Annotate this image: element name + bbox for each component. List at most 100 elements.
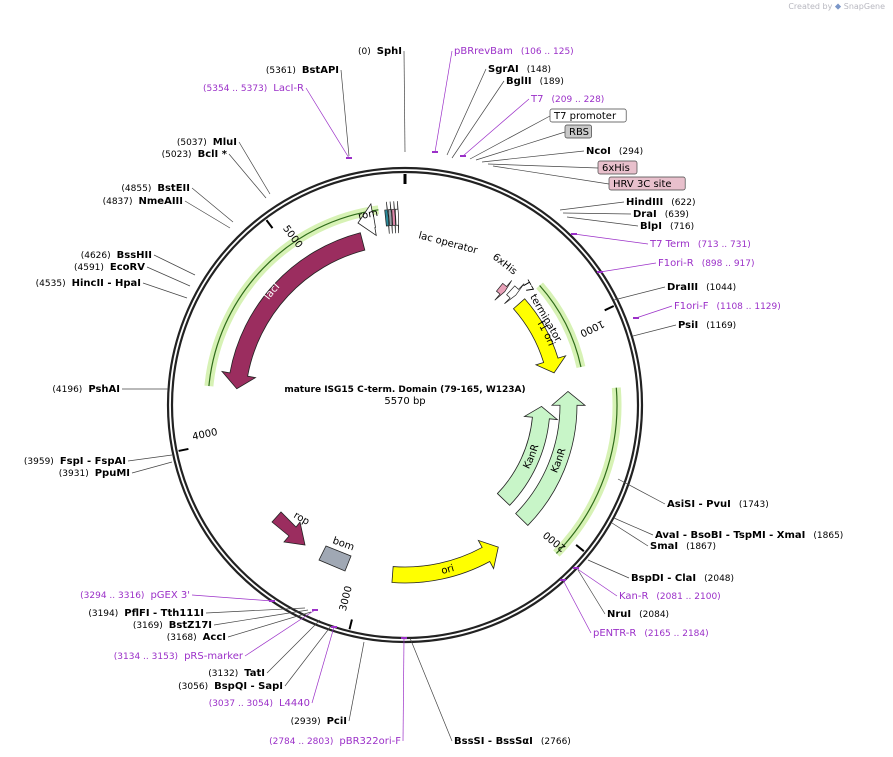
- plasmid-name: mature ISG15 C-term. Domain (79-165, W12…: [284, 385, 525, 395]
- feature-ori-arrow[interactable]: [391, 539, 499, 584]
- site-leader-line: [566, 216, 639, 227]
- feature-laci-promoter-arrow[interactable]: [357, 202, 377, 237]
- site-label[interactable]: HindIII(622): [626, 197, 695, 208]
- t7-terminator-block[interactable]: [504, 283, 525, 304]
- site-label[interactable]: F1ori-R(898 .. 917): [658, 258, 755, 269]
- site-label[interactable]: T7 Term(713 .. 731): [649, 239, 751, 250]
- lac-operator-block[interactable]: [394, 201, 399, 234]
- site-label[interactable]: (4535)HincII - HpaI: [36, 278, 141, 289]
- site-label[interactable]: (5023)BclI *: [162, 149, 228, 160]
- site-label[interactable]: NruI(2084): [607, 609, 669, 620]
- site-label[interactable]: (5354 .. 5373)LacI-R: [203, 83, 304, 94]
- site-label[interactable]: (4855)BstEII: [121, 183, 190, 194]
- site-leader-line: [562, 579, 592, 634]
- site-label[interactable]: SgrAI(148): [488, 64, 551, 75]
- site-label[interactable]: RBS: [564, 124, 592, 139]
- primer-label: (5354 .. 5373)LacI-R: [203, 83, 304, 94]
- site-leader-line: [462, 98, 530, 157]
- site-label[interactable]: (2784 .. 2803)pBR322ori-F: [269, 736, 401, 747]
- site-leader-line: [311, 626, 335, 704]
- site-label[interactable]: 6xHis: [597, 160, 638, 175]
- site-leader-line: [559, 201, 625, 211]
- backbone-outer-ring: [166, 166, 644, 644]
- site-label[interactable]: DraIII(1044): [667, 282, 736, 293]
- site-label[interactable]: (3134 .. 3153)pRS-marker: [114, 651, 244, 662]
- enzyme-label: (4626)BssHII: [81, 250, 152, 261]
- enzyme-label: (4855)BstEII: [121, 183, 190, 194]
- enzyme-label: (5361)BstAPI: [266, 65, 339, 76]
- site-label[interactable]: (3037 .. 3054)L4440: [209, 698, 310, 709]
- lac-operator-block[interactable]: [387, 201, 393, 234]
- bom-block[interactable]: [318, 545, 352, 572]
- site-label[interactable]: (0)SphI: [358, 46, 402, 57]
- enzyme-label: (3056)BspQI - SapI: [178, 681, 283, 692]
- site-label[interactable]: T7 promoter: [549, 108, 627, 123]
- site-label[interactable]: (4196)PshAI: [52, 384, 120, 395]
- site-label[interactable]: AsiSI - PvuI(1743): [667, 499, 769, 510]
- primer-label: T7 Term(713 .. 731): [649, 239, 751, 250]
- site-label[interactable]: (4591)EcoRV: [74, 262, 145, 273]
- site-label[interactable]: Kan-R(2081 .. 2100): [619, 591, 721, 602]
- site-label[interactable]: (5037)MluI: [177, 137, 237, 148]
- site-label[interactable]: (3132)TatI: [208, 668, 265, 679]
- enzyme-label: (3931)PpuMI: [59, 468, 130, 479]
- feature-kanr-outer--arrow[interactable]: [515, 390, 587, 526]
- site-label[interactable]: T7(209 .. 228): [530, 94, 604, 105]
- site-leader-line: [632, 324, 677, 337]
- site-leader-line: [228, 153, 267, 199]
- feature-laci-arrow[interactable]: [221, 232, 366, 390]
- site-label[interactable]: (3168)AccI: [167, 632, 226, 643]
- site-label[interactable]: DraI(639): [633, 209, 689, 220]
- site-label[interactable]: BspDI - ClaI(2048): [631, 573, 734, 584]
- site-leader-line: [184, 200, 231, 229]
- site-label[interactable]: SmaI(1867): [650, 541, 716, 552]
- feature-box-label: RBS: [569, 127, 589, 138]
- his-tag-label: 6xHis: [490, 252, 519, 278]
- enzyme-label: (3168)AccI: [167, 632, 226, 643]
- site-label[interactable]: (3294 .. 3316)pGEX 3': [80, 590, 190, 601]
- site-label[interactable]: (3169)BstZ17I: [133, 620, 212, 631]
- rop-arrow[interactable]: [271, 511, 306, 546]
- lac-operator-block[interactable]: [391, 201, 396, 234]
- site-label[interactable]: pBRrevBam(106 .. 125): [454, 46, 574, 57]
- his-tag-block[interactable]: [494, 280, 513, 301]
- enzyme-label: NcoI(294): [586, 146, 643, 157]
- site-leader-line: [587, 559, 630, 579]
- site-leader-line: [613, 517, 654, 536]
- feature-f1-ori-arrow[interactable]: [512, 298, 567, 374]
- enzyme-label: (4535)HincII - HpaI: [36, 278, 141, 289]
- site-label[interactable]: (4626)BssHII: [81, 250, 152, 261]
- lac-operator-block[interactable]: [384, 201, 390, 234]
- site-leader-line: [227, 611, 312, 638]
- site-label[interactable]: BssSI - BssSαI(2766): [454, 736, 571, 747]
- enzyme-label: (2939)PciI: [291, 716, 347, 727]
- site-label[interactable]: (4837)NmeAIII: [103, 196, 183, 207]
- scale-tick: [575, 544, 585, 552]
- site-leader-line: [469, 115, 551, 160]
- site-label[interactable]: AvaI - BsoBI - TspMI - XmaI(1865): [655, 530, 843, 541]
- site-label[interactable]: HRV 3C site: [608, 176, 686, 191]
- site-label[interactable]: (3194)PflFI - Tth111I: [88, 608, 204, 619]
- site-leader-line: [142, 282, 188, 299]
- site-label[interactable]: F1ori-F(1108 .. 1129): [674, 301, 781, 312]
- scale-tick-label: 1000: [578, 317, 606, 338]
- site-label[interactable]: (3959)FspI - FspAI: [24, 456, 126, 467]
- feature-highlight-line: [208, 209, 379, 387]
- site-label[interactable]: (3056)BspQI - SapI: [178, 681, 283, 692]
- site-label[interactable]: PsiI(1169): [678, 320, 736, 331]
- site-label[interactable]: (3931)PpuMI: [59, 468, 130, 479]
- site-label[interactable]: (2939)PciI: [291, 716, 347, 727]
- primer-label: pBRrevBam(106 .. 125): [454, 46, 574, 57]
- site-label[interactable]: (5361)BstAPI: [266, 65, 339, 76]
- site-label[interactable]: pENTR-R(2165 .. 2184): [593, 628, 709, 639]
- site-label[interactable]: BlpI(716): [640, 221, 694, 232]
- site-leader-line: [348, 641, 365, 722]
- feature-kanr-inner--arrow[interactable]: [496, 405, 559, 506]
- site-leader-line: [434, 50, 453, 153]
- primer-label: (3134 .. 3153)pRS-marker: [114, 651, 244, 662]
- primer-label: F1ori-R(898 .. 917): [658, 258, 755, 269]
- feature-box: [597, 160, 638, 175]
- site-label[interactable]: BglII(189): [506, 76, 564, 87]
- site-label[interactable]: NcoI(294): [586, 146, 643, 157]
